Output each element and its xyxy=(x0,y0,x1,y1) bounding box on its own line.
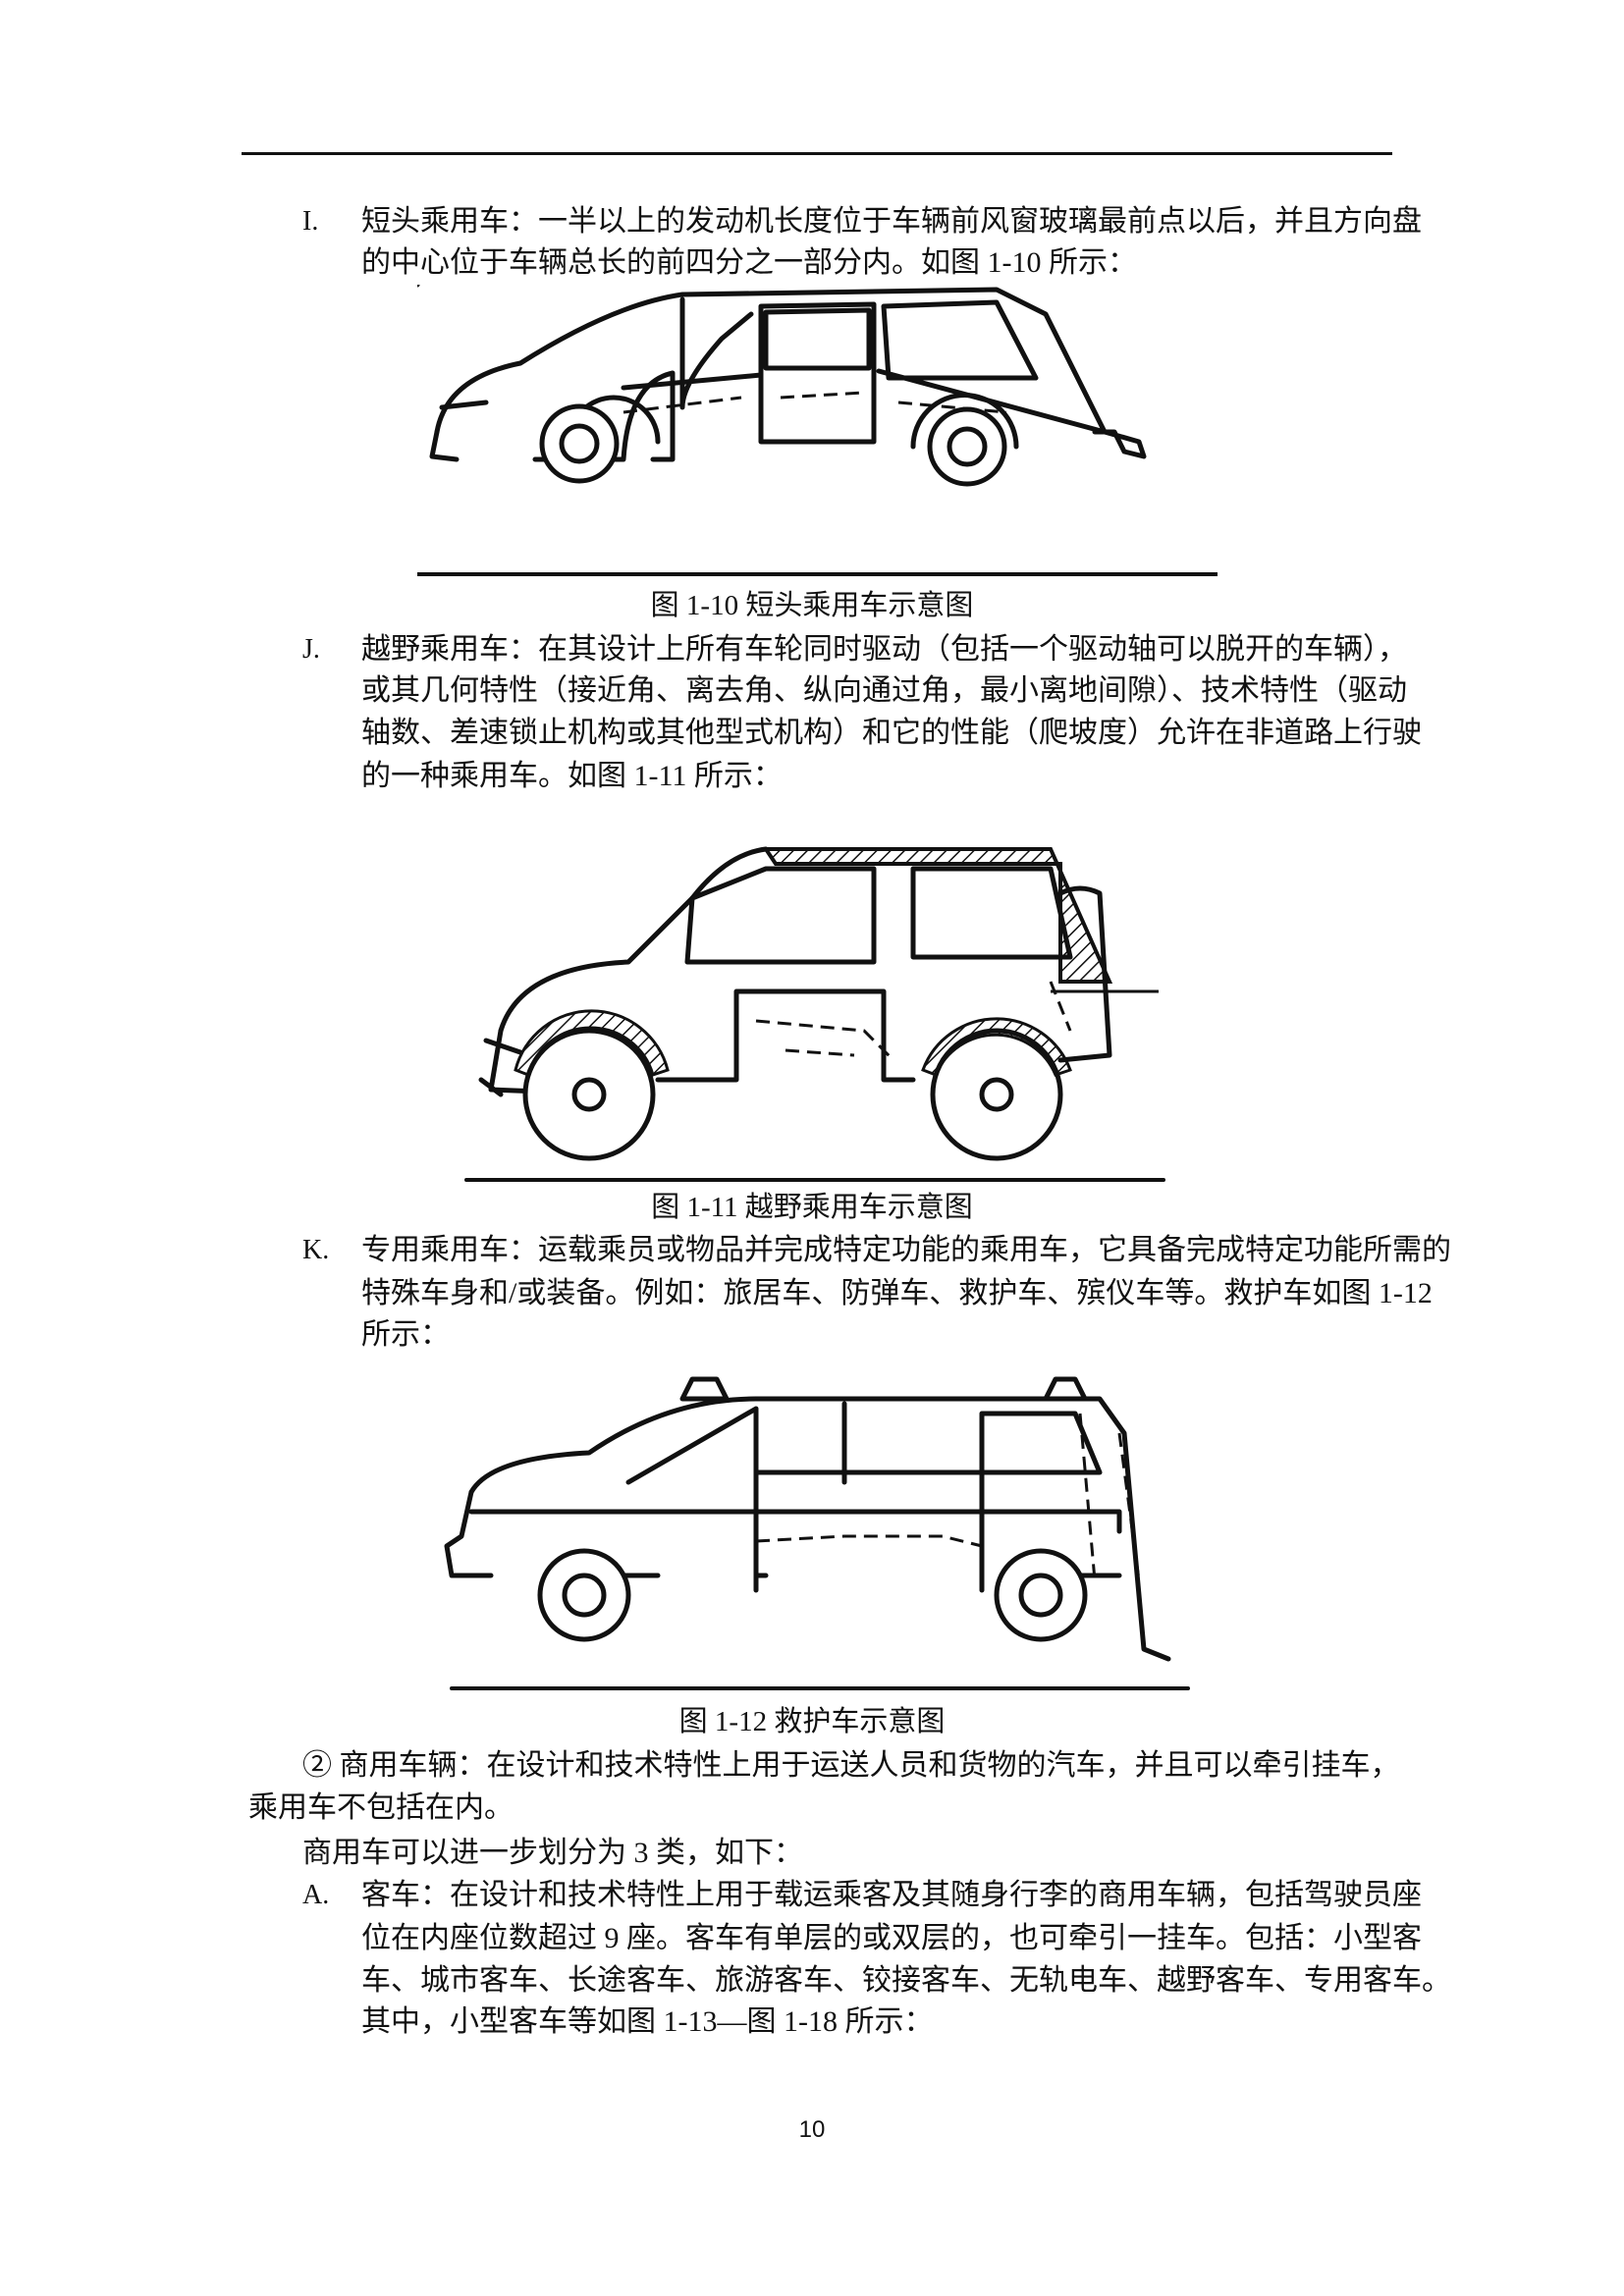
item-a-line: 客车：在设计和技术特性上用于载运乘客及其随身行李的商用车辆，包括驾驶员座 xyxy=(361,1879,1422,1911)
page-number: 10 xyxy=(798,2116,826,2143)
commercial-line: ② 商用车辆：在设计和技术特性上用于运送人员和货物的汽车，并且可以牵引挂车， xyxy=(302,1749,1400,1782)
item-label-j: J. xyxy=(302,634,320,665)
item-j-line: 的一种乘用车。如图 1-11 所示： xyxy=(361,760,783,792)
item-k-line: 专用乘用车：运载乘员或物品并完成特定功能的乘用车，它具备完成特定功能所需的 xyxy=(361,1234,1451,1266)
item-j-line: 越野乘用车：在其设计上所有车轮同时驱动（包括一个驱动轴可以脱开的车辆）， xyxy=(361,633,1407,666)
item-k-line: 特殊车身和/或装备。例如：旅居车、防弹车、救护车、殡仪车等。救护车如图 1-12 xyxy=(361,1277,1433,1309)
commercial-line: 乘用车不包括在内。 xyxy=(248,1791,514,1824)
item-k-line: 所示： xyxy=(361,1318,450,1351)
figure-caption: 图 1-10 短头乘用车示意图 xyxy=(650,590,974,621)
header-rule xyxy=(242,152,1392,155)
commercial-intro: 商用车可以进一步划分为 3 类，如下： xyxy=(302,1837,803,1869)
item-label-k: K. xyxy=(302,1235,330,1265)
item-a-line: 其中，小型客车等如图 1-13—图 1-18 所示： xyxy=(361,2005,934,2038)
figure-1-12-ambulance xyxy=(444,1376,1190,1690)
item-i-line: 的中心位于车辆总长的前四分之一部分内。如图 1-10 所示： xyxy=(361,246,1137,279)
figure-1-11-off-road-car xyxy=(464,846,1165,1182)
item-j-line: 或其几何特性（接近角、离去角、纵向通过角，最小离地间隙）、技术特性（驱动 xyxy=(361,674,1407,707)
figure-1-10-short-nose-car xyxy=(417,285,1218,576)
item-a-line: 位在内座位数超过 9 座。客车有单层的或双层的，也可牵引一挂车。包括：小型客 xyxy=(361,1922,1422,1954)
figure-caption: 图 1-12 救护车示意图 xyxy=(678,1706,946,1737)
item-a-line: 车、城市客车、长途客车、旅游客车、铰接客车、无轨电车、越野客车、专用客车。 xyxy=(361,1964,1451,1997)
figure-caption: 图 1-11 越野乘用车示意图 xyxy=(651,1192,973,1223)
item-label-a: A. xyxy=(302,1880,330,1910)
item-label-i: I. xyxy=(302,206,319,237)
item-i-line: 短头乘用车：一半以上的发动机长度位于车辆前风窗玻璃最前点以后，并且方向盘 xyxy=(361,205,1422,238)
item-j-line: 轴数、差速锁止机构或其他型式机构）和它的性能（爬坡度）允许在非道路上行驶 xyxy=(361,717,1422,749)
